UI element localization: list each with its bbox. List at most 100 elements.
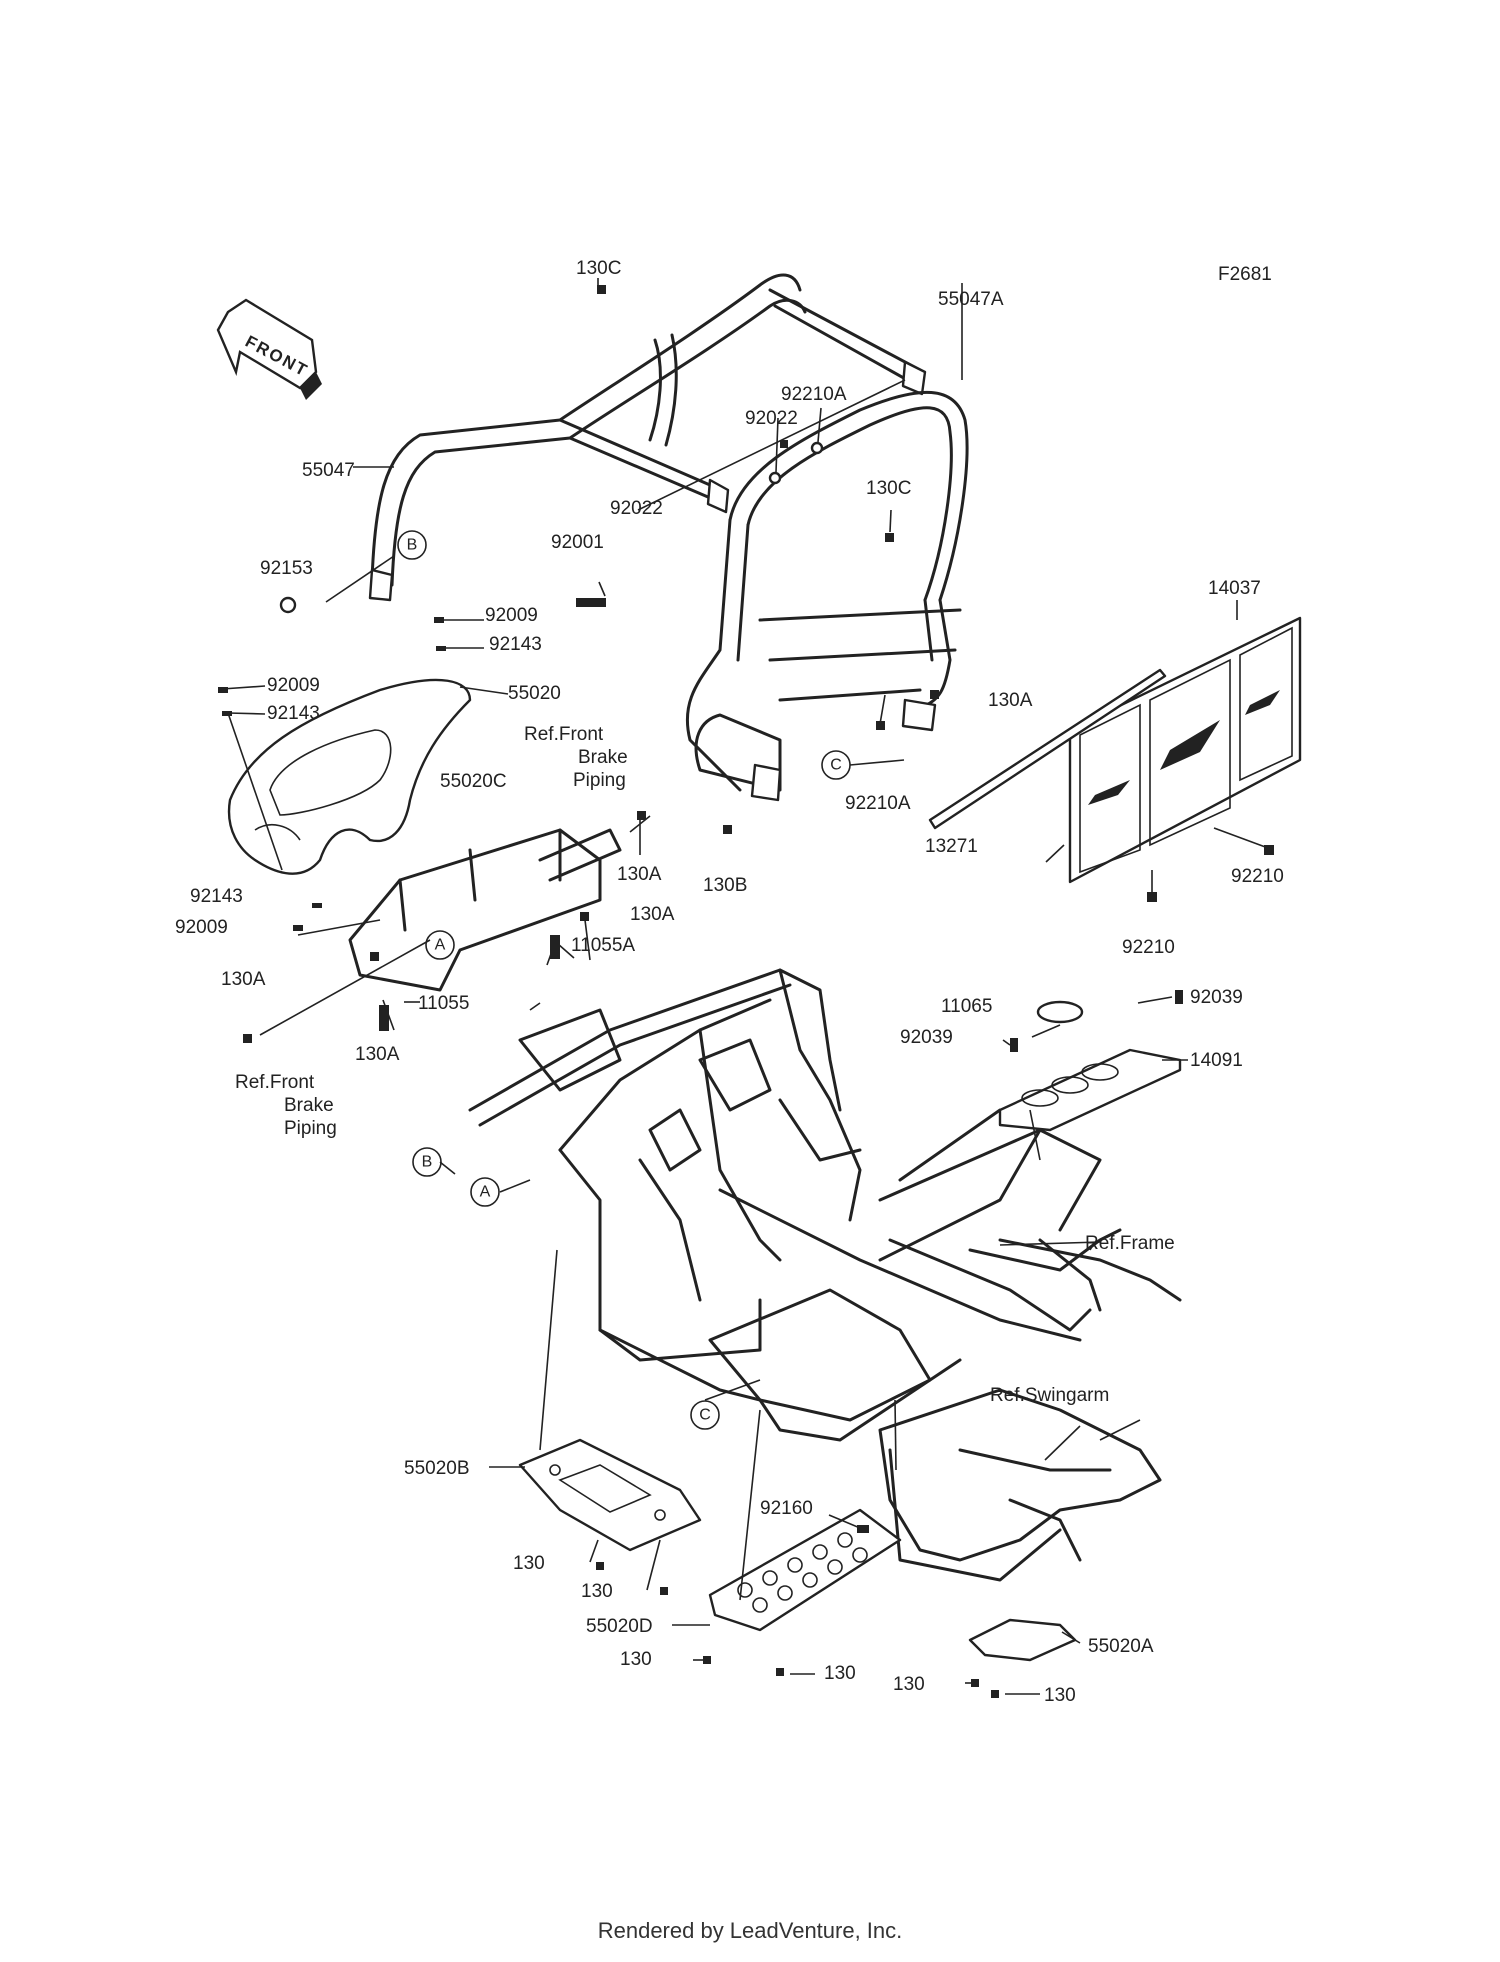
bolt-icon	[580, 912, 589, 921]
label-14037: 14037	[1208, 578, 1261, 599]
label-92009-b: 92009	[267, 675, 320, 696]
label-11055: 11055	[418, 993, 469, 1014]
label-11065: 11065	[941, 996, 992, 1017]
nut-icon	[780, 440, 788, 448]
skid-plate-55020a	[968, 1618, 1077, 1662]
label-92143-a: 92143	[489, 634, 542, 655]
label-130-f: 130	[1044, 1685, 1076, 1706]
bolt-icon	[596, 1562, 604, 1570]
bolt-icon	[660, 1587, 668, 1595]
clip-icon	[312, 903, 322, 908]
bolt-icon	[279, 596, 297, 614]
ref-front-brake-top-1: Ref.Front	[524, 724, 604, 745]
label-55020: 55020	[508, 683, 561, 704]
label-92022-mid: 92022	[610, 498, 663, 519]
label-92153: 92153	[260, 558, 313, 579]
callout-b-frame: B	[422, 1154, 433, 1171]
clip-icon	[222, 711, 232, 716]
label-92210a-mid: 92210A	[845, 793, 911, 814]
bolt-icon	[885, 533, 894, 542]
clip-icon	[218, 687, 228, 693]
skid-plate-55020d	[708, 1508, 902, 1632]
label-130a-b2: 130A	[355, 1044, 400, 1065]
main-frame	[468, 968, 1182, 1442]
label-92160: 92160	[760, 1498, 813, 1519]
bolt-icon	[703, 1656, 711, 1664]
bracket-icon	[379, 1005, 389, 1031]
callout-b-top: B	[407, 537, 418, 554]
label-130a-mid: 130A	[617, 864, 662, 885]
clip-icon	[436, 646, 446, 651]
bolt-icon	[243, 1034, 252, 1043]
label-130b: 130B	[703, 875, 747, 896]
front-cover-55020	[227, 678, 472, 875]
clip-icon	[434, 617, 444, 623]
skid-plate-55020b	[518, 1438, 702, 1552]
roll-bar-55047	[368, 273, 927, 602]
cover-14091	[998, 1000, 1182, 1132]
bracket-icon	[550, 935, 560, 959]
front-arrow-icon: FRONT	[216, 298, 322, 400]
label-130-e: 130	[893, 1674, 925, 1695]
bolt-icon	[930, 690, 939, 699]
washer-icon	[768, 471, 782, 485]
rivet-icon	[1175, 990, 1183, 1004]
roll-bar-55047a	[685, 390, 969, 802]
footer-credit: Rendered by LeadVenture, Inc.	[597, 1918, 903, 1943]
label-130c-top: 130C	[576, 258, 621, 279]
figure-code: F2681	[1218, 264, 1272, 285]
label-92210a-top: 92210A	[781, 384, 847, 405]
label-55020b: 55020B	[404, 1458, 470, 1479]
rubber-strip-13271	[928, 668, 1167, 830]
label-92143-b: 92143	[267, 703, 320, 724]
bolt-icon	[776, 1668, 784, 1676]
bracket-55020c	[348, 828, 622, 992]
label-92210-r: 92210	[1231, 866, 1284, 887]
callout-circles: B A C B A C	[397, 530, 851, 1430]
label-130a-r: 130A	[988, 690, 1033, 711]
nut-icon	[1264, 845, 1274, 855]
label-130-b: 130	[581, 1581, 613, 1602]
fastener-icons	[218, 285, 1274, 1698]
washer-icon	[810, 441, 824, 455]
label-55047a: 55047A	[938, 289, 1004, 310]
bolt-icon	[576, 598, 606, 607]
bolt-icon	[637, 811, 646, 820]
bolt-icon	[370, 952, 379, 961]
label-130a-left: 130A	[221, 969, 266, 990]
label-130a-b1: 130A	[630, 904, 675, 925]
label-11055a: 11055A	[571, 935, 635, 956]
rear-panel-14037	[1068, 616, 1302, 884]
leader-lines	[221, 278, 1269, 1695]
label-55047: 55047	[302, 460, 355, 481]
label-icon	[857, 1525, 869, 1533]
clip-icon	[293, 925, 303, 931]
ref-front-brake-bot-3: Piping	[284, 1118, 337, 1139]
bolt-icon	[723, 825, 732, 834]
bolt-icon	[991, 1690, 999, 1698]
label-92143-c: 92143	[190, 886, 243, 907]
rivet-icon	[1010, 1038, 1018, 1052]
ref-front-brake-top-2: Brake	[578, 747, 628, 768]
label-13271: 13271	[925, 836, 978, 857]
label-55020c: 55020C	[440, 771, 507, 792]
callout-a-frame: A	[480, 1184, 491, 1201]
nut-icon	[1147, 892, 1157, 902]
label-130-a: 130	[513, 1553, 545, 1574]
nut-icon	[876, 721, 885, 730]
label-130-c: 130	[620, 1649, 652, 1670]
callout-c-frame: C	[699, 1407, 711, 1424]
label-130-d: 130	[824, 1663, 856, 1684]
plug-11065	[1036, 1000, 1084, 1024]
label-55020a: 55020A	[1088, 1636, 1154, 1657]
ref-swingarm: Ref.Swingarm	[990, 1385, 1109, 1406]
ref-front-brake-top-3: Piping	[573, 770, 626, 791]
label-92009-a: 92009	[485, 605, 538, 626]
label-92039-l: 92039	[900, 1027, 953, 1048]
bolt-icon	[597, 285, 606, 294]
label-92210-b: 92210	[1122, 937, 1175, 958]
label-130c-mid: 130C	[866, 478, 911, 499]
label-92022-top: 92022	[745, 408, 798, 429]
label-14091: 14091	[1190, 1050, 1243, 1071]
